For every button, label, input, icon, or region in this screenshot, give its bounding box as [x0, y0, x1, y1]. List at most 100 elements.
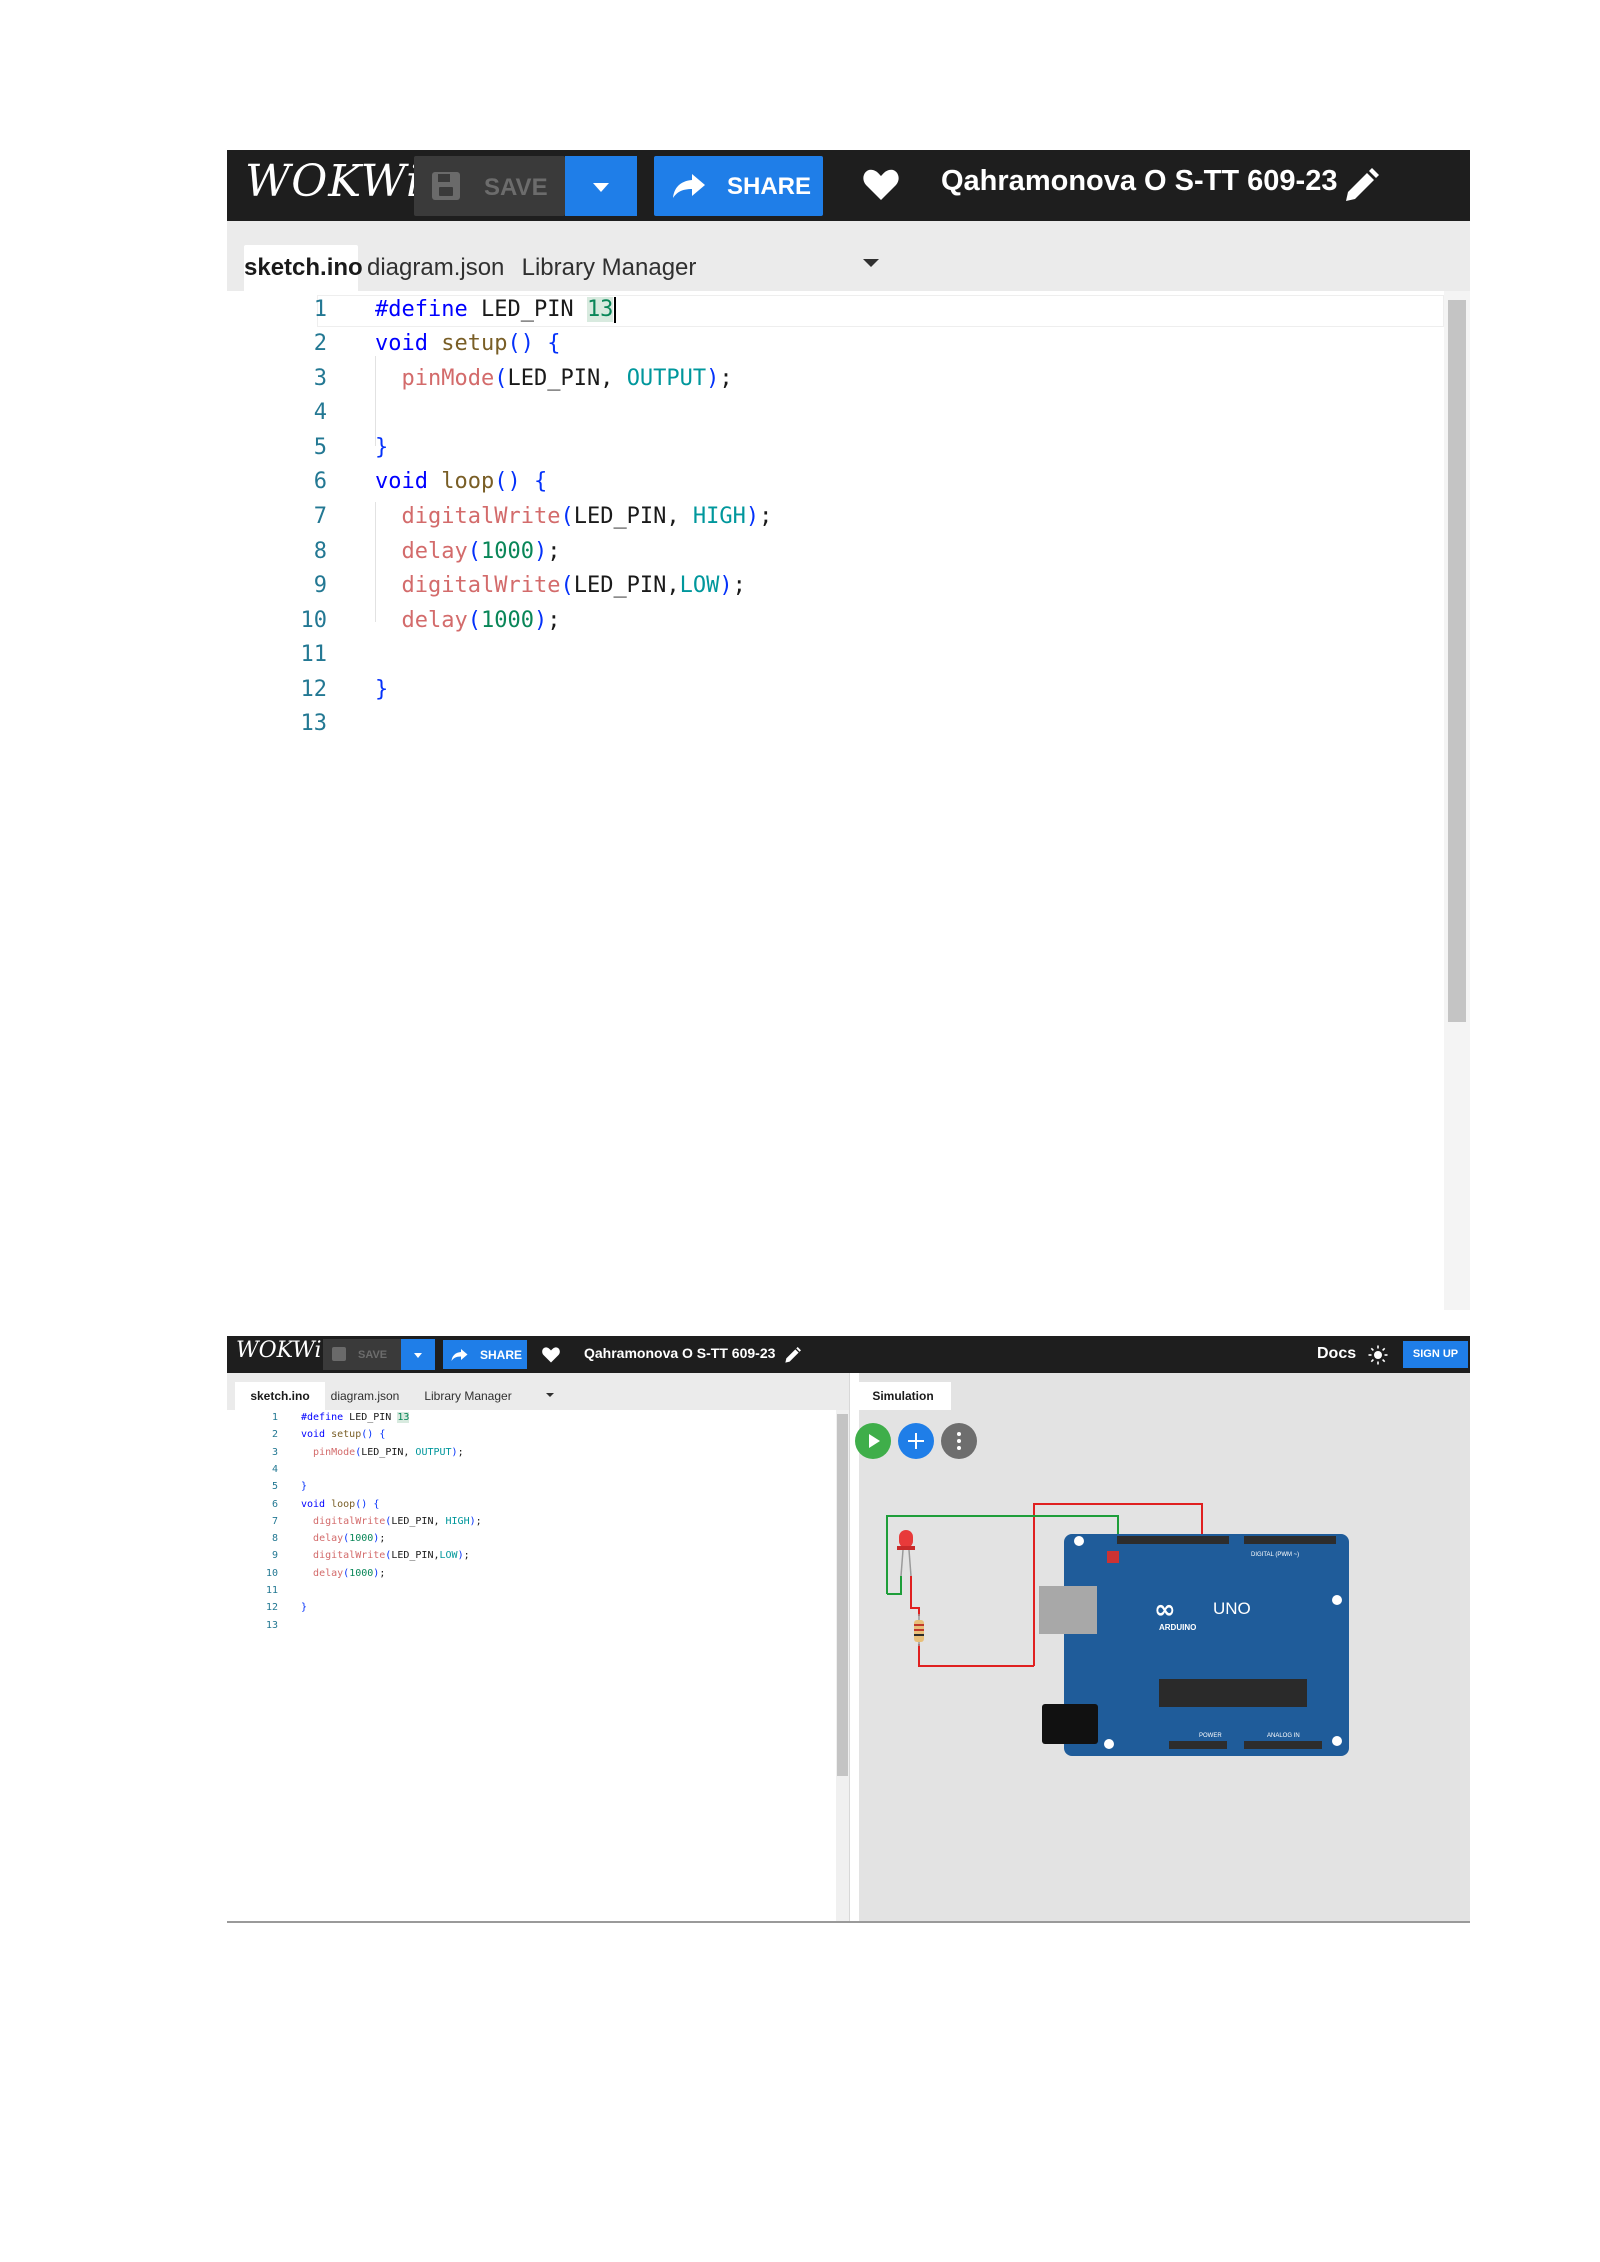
sign-up-button[interactable]: SIGN UP	[1403, 1341, 1468, 1368]
text-cursor	[614, 297, 617, 323]
code-line[interactable]: #define LED_PIN 13	[301, 1412, 410, 1423]
line-number: 13	[300, 711, 328, 736]
top-toolbar: WOKWi SAVE SHARE Qahramonova O S-TT 609-…	[227, 1336, 1470, 1373]
line-number: 1	[271, 1412, 278, 1423]
docs-link[interactable]: Docs	[1317, 1345, 1357, 1362]
current-line-highlight	[317, 295, 1444, 327]
line-number: 8	[271, 1533, 278, 1544]
file-tabs: sketch.ino diagram.json Library Manager	[227, 221, 1470, 291]
code-line[interactable]: digitalWrite(LED_PIN,LOW);	[313, 1550, 470, 1561]
wokwi-logo[interactable]: WOKWi	[236, 1338, 322, 1363]
code-line[interactable]: delay(1000);	[313, 1568, 386, 1579]
chevron-down-icon[interactable]	[546, 1393, 554, 1397]
line-number: 2	[313, 331, 327, 356]
code-line[interactable]: void loop() {	[301, 1499, 380, 1510]
line-number: 4	[313, 400, 327, 425]
line-number: 3	[271, 1447, 278, 1458]
play-icon	[869, 1434, 880, 1448]
heart-icon[interactable]	[541, 1345, 561, 1365]
line-number: 8	[313, 539, 327, 564]
line-number: 6	[271, 1499, 278, 1510]
more-vertical-icon	[957, 1432, 961, 1450]
line-number: 12	[300, 677, 328, 702]
line-number: 13	[265, 1620, 278, 1631]
code-line[interactable]: void loop() {	[375, 469, 548, 494]
project-name[interactable]: Qahramonova O S-TT 609-23	[941, 165, 1338, 197]
save-options-dropdown[interactable]	[401, 1339, 435, 1370]
line-number: 11	[265, 1585, 278, 1596]
share-button[interactable]: SHARE	[443, 1340, 527, 1369]
line-number: 1	[313, 297, 327, 322]
share-arrow-icon	[673, 174, 705, 198]
code-line[interactable]: pinMode(LED_PIN, OUTPUT);	[313, 1447, 464, 1458]
line-number: 11	[300, 642, 328, 667]
code-line[interactable]: delay(1000);	[313, 1533, 386, 1544]
save-label: SAVE	[484, 174, 548, 201]
power-header	[1169, 1741, 1227, 1749]
code-line[interactable]: }	[301, 1602, 308, 1613]
save-button[interactable]: SAVE	[414, 156, 565, 216]
code-line[interactable]: digitalWrite(LED_PIN,LOW);	[401, 573, 746, 598]
tab-simulation[interactable]: Simulation	[855, 1382, 951, 1410]
line-number: 5	[271, 1481, 278, 1492]
code-line[interactable]: delay(1000);	[401, 539, 561, 564]
code-line[interactable]: digitalWrite(LED_PIN, HIGH);	[313, 1516, 482, 1527]
floppy-disk-icon	[432, 172, 460, 200]
circuit-diagram[interactable]: ∞ UNO ARDUINO DIGITAL (PWM ~) POWER ANAL…	[859, 1496, 1469, 1766]
file-tabs: sketch.ino diagram.json Library Manager	[227, 1373, 849, 1410]
share-button[interactable]: SHARE	[654, 156, 823, 216]
tab-diagram-json[interactable]: diagram.json	[367, 254, 505, 281]
add-part-button[interactable]	[898, 1423, 934, 1459]
tab-sketch-ino[interactable]: sketch.ino	[235, 1382, 325, 1410]
chevron-down-icon[interactable]	[863, 259, 879, 267]
board-model: UNO	[1213, 1599, 1251, 1618]
arduino-uno-board: ∞ UNO ARDUINO DIGITAL (PWM ~) POWER ANAL…	[1039, 1534, 1349, 1756]
code-line[interactable]: }	[375, 677, 389, 702]
pencil-icon[interactable]	[783, 1347, 801, 1365]
indent-guide	[375, 502, 376, 622]
code-editor[interactable]	[227, 291, 1444, 1310]
digital-label: DIGITAL (PWM ~)	[1251, 1552, 1299, 1558]
save-options-dropdown[interactable]	[565, 156, 637, 216]
tab-library-manager[interactable]: Library Manager	[424, 1389, 512, 1403]
line-number: 9	[271, 1550, 278, 1561]
ide-screenshot-small: WOKWi SAVE SHARE Qahramonova O S-TT 609-…	[227, 1336, 1470, 1923]
wokwi-logo[interactable]: WOKWi	[245, 156, 422, 207]
wire-led-resistor	[910, 1576, 920, 1616]
scrollbar-thumb[interactable]	[1448, 300, 1466, 1022]
line-number: 10	[300, 608, 328, 633]
line-number: 2	[271, 1429, 278, 1440]
code-line[interactable]: }	[301, 1481, 308, 1492]
chevron-down-icon	[593, 183, 609, 192]
tab-library-manager[interactable]: Library Manager	[521, 254, 697, 281]
line-number: 4	[271, 1464, 278, 1475]
pencil-icon[interactable]	[1341, 168, 1379, 206]
play-simulation-button[interactable]	[855, 1423, 891, 1459]
wire-green-led	[887, 1576, 902, 1595]
more-options-button[interactable]	[941, 1423, 977, 1459]
usb-port	[1039, 1586, 1097, 1634]
code-line[interactable]: }	[375, 435, 389, 460]
wire-green	[886, 1515, 1119, 1594]
heart-icon[interactable]	[861, 165, 901, 205]
save-button[interactable]: SAVE	[323, 1339, 401, 1370]
code-line[interactable]: delay(1000);	[401, 608, 561, 633]
editor-screenshot-large: WOKWi SAVE SHARE Qahramonova O S-TT 609-…	[227, 150, 1470, 1310]
code-line[interactable]: #define LED_PIN 13	[375, 297, 617, 323]
scrollbar-thumb[interactable]	[837, 1414, 848, 1776]
share-label: SHARE	[727, 173, 812, 200]
code-line[interactable]: digitalWrite(LED_PIN, HIGH);	[401, 504, 773, 529]
project-name[interactable]: Qahramonova O S-TT 609-23	[584, 1345, 776, 1361]
arduino-logo-mark: ∞	[1154, 1595, 1176, 1625]
code-line[interactable]: void setup() {	[301, 1429, 386, 1440]
sun-icon[interactable]	[1368, 1345, 1388, 1365]
code-line[interactable]: pinMode(LED_PIN, OUTPUT);	[401, 366, 733, 391]
power-jack	[1042, 1704, 1098, 1744]
tab-diagram-json[interactable]: diagram.json	[330, 1389, 400, 1403]
code-line[interactable]: void setup() {	[375, 331, 561, 356]
tab-sketch-ino[interactable]: sketch.ino	[244, 245, 363, 291]
panel-resizer[interactable]	[849, 1373, 859, 1923]
board-brand: ARDUINO	[1159, 1623, 1196, 1632]
wire-red-top	[1033, 1503, 1203, 1666]
code-editor[interactable]	[227, 1373, 849, 1923]
